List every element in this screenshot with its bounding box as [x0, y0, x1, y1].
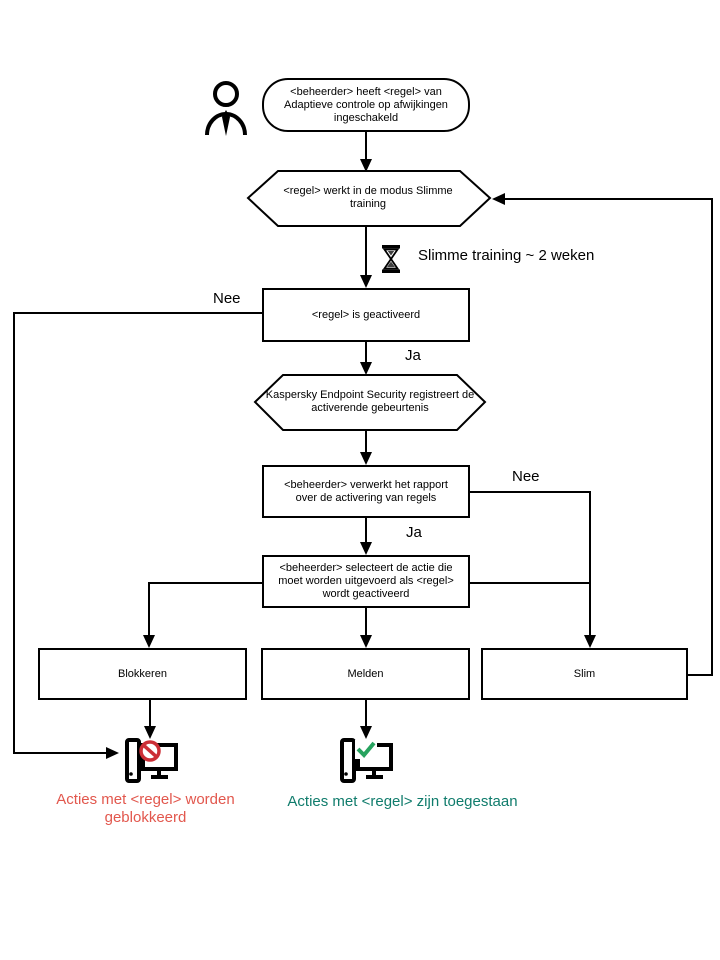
yes-label-1: Ja: [405, 347, 421, 364]
computer-allowed-icon: [340, 738, 393, 783]
hourglass-icon: [382, 245, 400, 273]
rule-activated-node: <regel> is geactiveerd: [262, 288, 470, 342]
administrator-icon: [205, 81, 247, 136]
report-node: <beheerder> verwerkt het rapport over de…: [262, 465, 470, 518]
timer-label: Slimme training ~ 2 weken: [418, 247, 595, 264]
result-blocked-text: Acties met <regel> worden geblokkeerd: [56, 791, 235, 826]
action-notify-node: Melden: [261, 648, 470, 700]
hexagon-registers-event-label: Kaspersky Endpoint Security registreert …: [265, 389, 475, 414]
action-block-node: Blokkeren: [38, 648, 247, 700]
yes-label-2: Ja: [406, 524, 422, 541]
no-label-2: Nee: [512, 468, 540, 485]
no-label-1: Nee: [213, 290, 241, 307]
hexagon-smart-training: [246, 170, 492, 227]
result-allowed-text: Acties met <regel> zijn toegestaan: [287, 793, 518, 810]
action-smart-node: Slim: [481, 648, 688, 700]
start-node: <beheerder> heeft <regel> van Adaptieve …: [262, 78, 470, 132]
select-action-node: <beheerder> selecteert de actie die moet…: [262, 555, 470, 608]
computer-blocked-icon: [125, 738, 178, 783]
hexagon-registers-event: [253, 374, 487, 431]
hexagon-smart-training-label: <regel> werkt in de modus Slimme trainin…: [283, 185, 453, 210]
